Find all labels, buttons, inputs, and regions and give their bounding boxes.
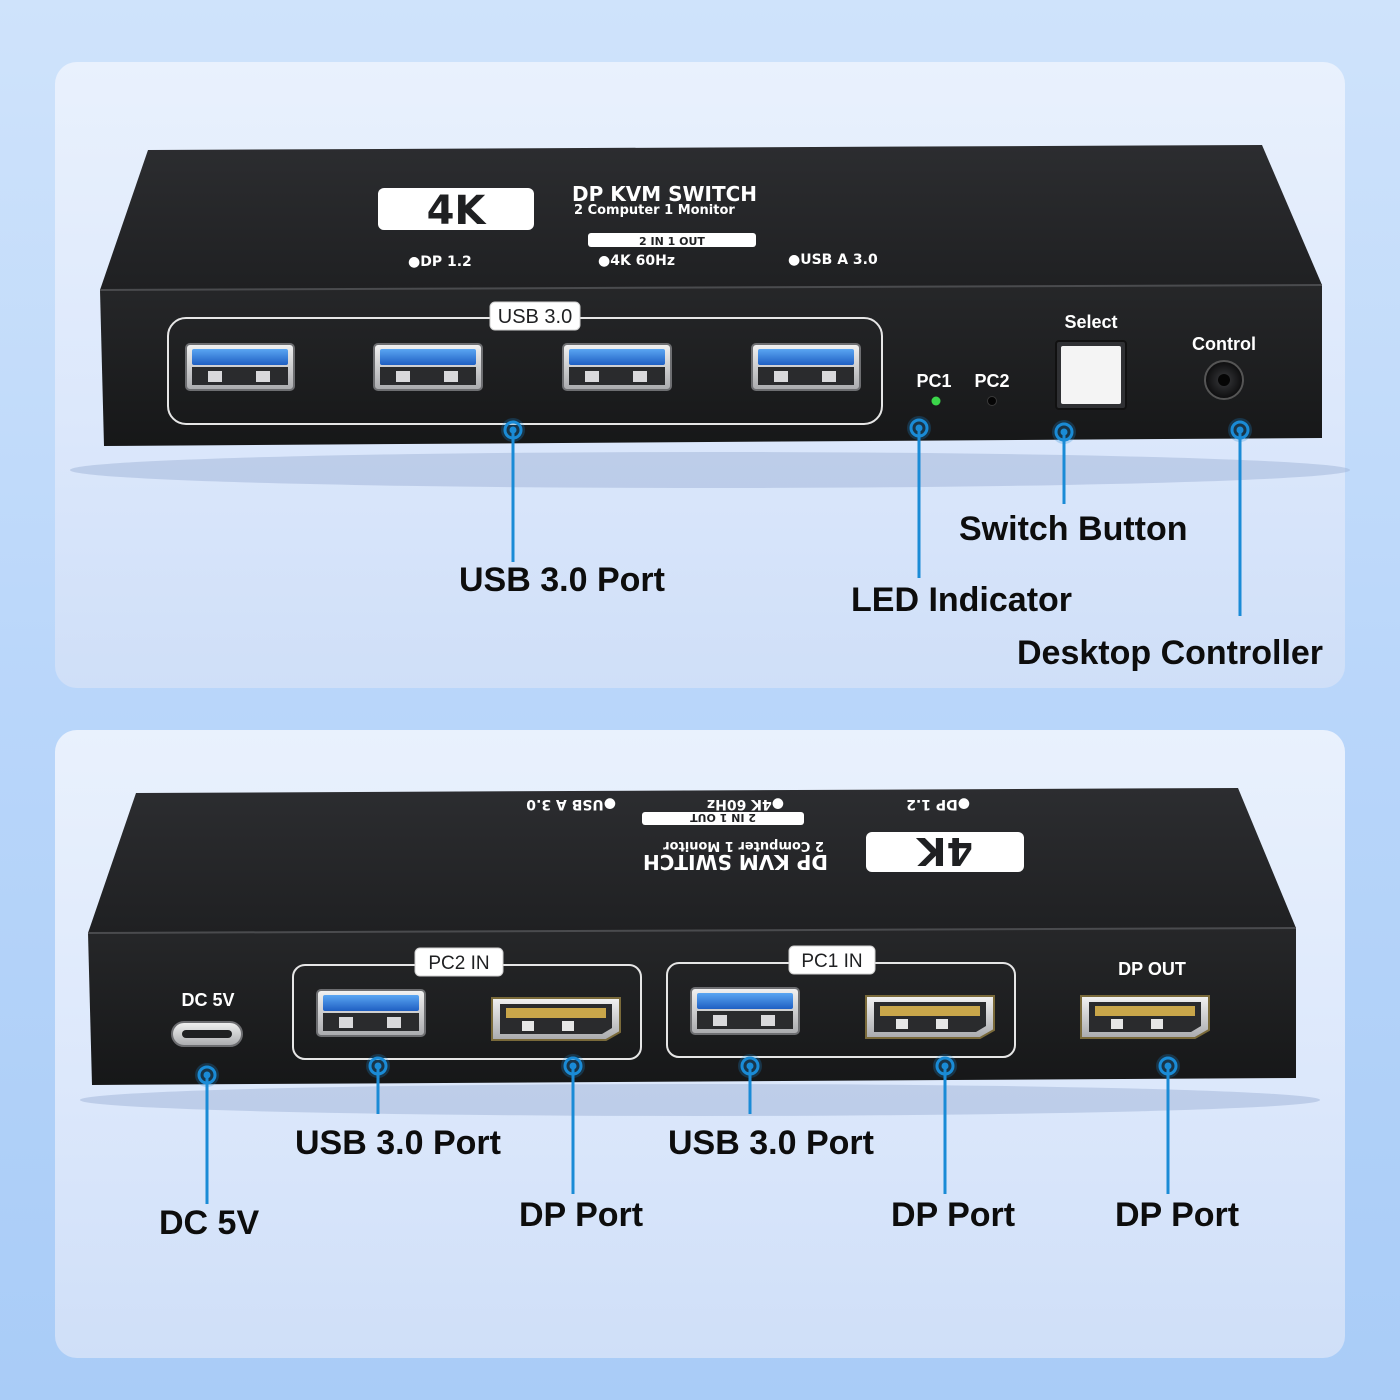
select-button[interactable] [1061, 346, 1121, 404]
pc1-dp-port[interactable] [865, 995, 995, 1039]
led-pc1 [931, 396, 941, 406]
device-title: DP KVM SWITCH [572, 182, 757, 206]
bottom-callout-lines [193, 1052, 1182, 1204]
pc2-label: PC2 IN [428, 953, 489, 974]
select-label: Select [1064, 312, 1117, 332]
rear-4k-badge-text: 4K [916, 829, 973, 873]
rear-spec-resolution: ●4K 60Hz [707, 796, 784, 812]
rear-tag-text: 2 IN 1 OUT [690, 811, 756, 824]
dp-out-label: DP OUT [1118, 959, 1186, 979]
rear-device-subtitle: 2 Computer 1 Monitor [663, 838, 824, 853]
spec-usb: ●USB A 3.0 [788, 252, 878, 268]
callout-dc-5v: DC 5V [159, 1204, 260, 1242]
usb-port-3[interactable] [562, 343, 672, 391]
callout-led-indicator: LED Indicator [851, 581, 1073, 619]
callout-usb-port: USB 3.0 Port [459, 561, 665, 599]
usb-group-label: USB 3.0 [498, 306, 572, 328]
led-pc2-label: PC2 [974, 371, 1009, 391]
led-pc2 [987, 396, 997, 406]
rear-device-title: DP KVM SWITCH [643, 850, 828, 874]
usb-port-2[interactable] [373, 343, 483, 391]
rear-4k-badge [866, 832, 1024, 872]
callout-pc2-usb-port: USB 3.0 Port [295, 1124, 501, 1162]
4k-badge-text: 4K [427, 188, 488, 234]
tag-text: 2 IN 1 OUT [639, 235, 705, 248]
dp-out-port[interactable] [1080, 995, 1210, 1039]
pc1-usb-port[interactable] [690, 987, 800, 1035]
spec-resolution: ●4K 60Hz [598, 253, 675, 269]
spec-dp: ●DP 1.2 [408, 254, 472, 270]
4k-badge [378, 188, 534, 230]
pc2-dp-port[interactable] [491, 997, 621, 1041]
rear-spec-usb: ●USB A 3.0 [526, 796, 616, 812]
callout-switch-button: Switch Button [959, 510, 1188, 548]
pc1-label: PC1 IN [801, 951, 862, 972]
device-top-surface-rear [88, 788, 1296, 933]
device-subtitle: 2 Computer 1 Monitor [574, 203, 735, 218]
usb-port-1[interactable] [185, 343, 295, 391]
device-top-surface [100, 145, 1322, 290]
callout-pc2-dp-port: DP Port [519, 1196, 644, 1234]
control-label: Control [1192, 334, 1256, 354]
usb-port-4[interactable] [751, 343, 861, 391]
bottom-kvm-device: 4K DP KVM SWITCH 2 Computer 1 Monitor 2 … [80, 788, 1320, 1116]
pc2-usb-port[interactable] [316, 989, 426, 1037]
callout-pc1-usb-port: USB 3.0 Port [668, 1124, 874, 1162]
callout-pc1-dp-port: DP Port [891, 1196, 1016, 1234]
top-callout-lines [499, 414, 1254, 616]
top-kvm-device: 4K DP KVM SWITCH 2 Computer 1 Monitor 2 … [70, 145, 1350, 488]
led-pc1-label: PC1 [916, 371, 951, 391]
callout-desktop-controller: Desktop Controller [1017, 634, 1324, 672]
rear-spec-dp: ●DP 1.2 [906, 796, 970, 812]
tag-box [588, 233, 756, 247]
device-front-face [100, 285, 1322, 446]
callout-dp-out-port: DP Port [1115, 1196, 1240, 1234]
dc-label: DC 5V [181, 990, 234, 1010]
